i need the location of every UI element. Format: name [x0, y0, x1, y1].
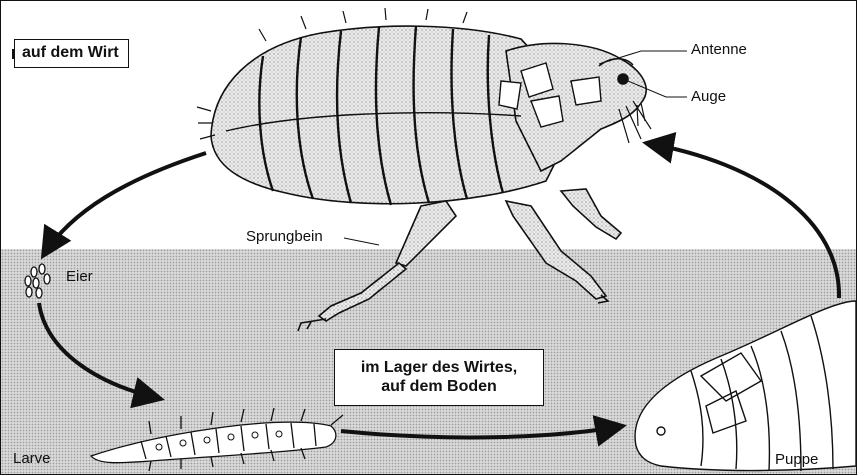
ground-label-line1: im Lager des Wirtes, [335, 358, 543, 377]
antenna-label: Antenne [691, 41, 747, 58]
jumping-leg-label: Sprungbein [246, 228, 323, 245]
larva-label: Larve [13, 450, 51, 467]
arrow-host-to-eggs [43, 153, 206, 256]
arrow-larva-to-pupa [341, 426, 623, 437]
arrow-eggs-to-larva [39, 303, 161, 399]
host-label: auf dem Wirt [22, 44, 119, 61]
host-label-box: auf dem Wirt [14, 39, 129, 68]
pupa-label: Puppe [775, 451, 818, 468]
eye-label: Auge [691, 88, 726, 105]
egg-cluster-icon [25, 264, 50, 298]
ground-label-box: im Lager des Wirtes, auf dem Boden [334, 349, 544, 406]
eggs-label: Eier [66, 268, 93, 285]
arrow-pupa-to-host [646, 143, 839, 298]
larva-icon [91, 408, 343, 471]
ground-label-line2: auf dem Boden [335, 377, 543, 396]
flea-icon [197, 8, 651, 331]
pupa-cocoon-icon [635, 301, 856, 471]
